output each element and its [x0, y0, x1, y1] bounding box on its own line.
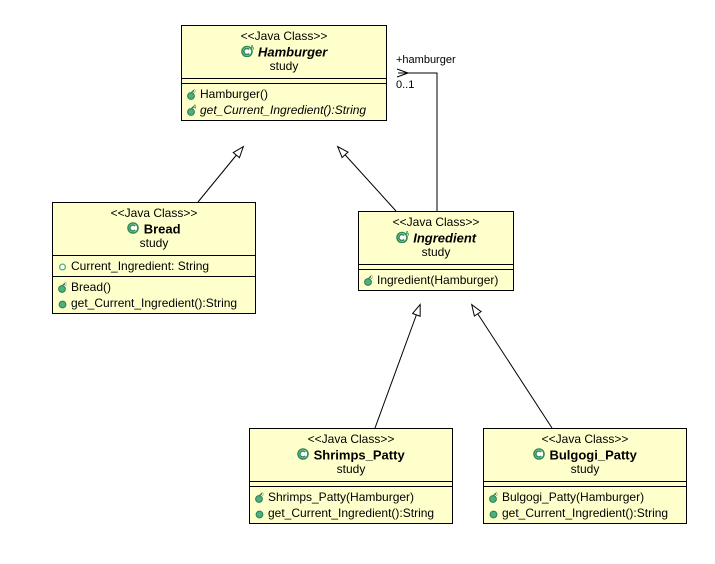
uml-class-shrimps-patty[interactable]: <<Java Class>> Shrimps_Patty study c	[249, 428, 453, 525]
method-item[interactable]: get_Current_Ingredient():String	[57, 295, 253, 311]
method-icon	[57, 297, 71, 313]
generalization-shrimps-patty-to-ingredient	[374, 303, 421, 429]
java-class-abstract-icon: A	[240, 45, 255, 58]
attributes-compartment-bread: Current_Ingredient: String	[53, 255, 255, 276]
svg-text:c: c	[193, 89, 196, 95]
class-name: Hamburger	[257, 44, 328, 60]
class-package: study	[269, 59, 299, 74]
uml-class-hamburger[interactable]: <<Java Class>> A Hamburger study c	[181, 25, 387, 122]
methods-compartment-bulgogi-patty: c Bulgogi_Patty(Hamburger) get_Current_I…	[484, 486, 686, 523]
methods-compartment-hamburger: c Hamburger() A get_Current_Ingredient()…	[182, 83, 386, 120]
method-label: get_Current_Ingredient():String	[268, 506, 435, 521]
methods-compartment-bread: c Bread() get_Current_Ingredient():Strin…	[53, 276, 255, 313]
class-name-row: A Hamburger	[186, 44, 382, 59]
svg-text:c: c	[495, 492, 498, 498]
method-label: Ingredient(Hamburger)	[377, 273, 499, 288]
association-multiplicity-label: 0..1	[396, 79, 415, 91]
method-item[interactable]: c Ingredient(Hamburger)	[363, 272, 511, 288]
method-icon	[254, 507, 268, 523]
class-name: Shrimps_Patty	[313, 447, 405, 463]
attribute-label: Current_Ingredient: String	[71, 259, 210, 274]
class-name-row: Shrimps_Patty	[254, 447, 448, 462]
method-item[interactable]: c Bread()	[57, 279, 253, 295]
class-stereotype: <<Java Class>>	[307, 432, 395, 446]
svg-text:c: c	[261, 492, 264, 498]
abstract-method-icon: A	[186, 104, 200, 120]
method-item[interactable]: c Bulgogi_Patty(Hamburger)	[488, 489, 684, 505]
attributes-compartment-bulgogi-patty	[484, 481, 686, 486]
java-class-icon	[533, 448, 545, 460]
class-name-row: Bulgogi_Patty	[488, 447, 682, 462]
class-package: study	[139, 236, 169, 251]
constructor-icon: c	[363, 274, 377, 290]
generalization-bulgogi-patty-to-ingredient	[470, 303, 553, 429]
class-name-row: Bread	[57, 221, 251, 236]
method-label: Bread()	[71, 280, 112, 295]
methods-compartment-shrimps-patty: c Shrimps_Patty(Hamburger) get_Current_I…	[250, 486, 452, 523]
method-icon	[488, 507, 502, 523]
constructor-icon: c	[254, 491, 268, 507]
constructor-icon: c	[488, 491, 502, 507]
attribute-item[interactable]: Current_Ingredient: String	[57, 258, 253, 274]
association-role-label: +hamburger	[396, 54, 456, 66]
class-name-row: A Ingredient	[363, 230, 509, 245]
class-package: study	[421, 245, 451, 260]
class-name: Ingredient	[413, 230, 477, 246]
svg-text:A: A	[405, 231, 410, 237]
uml-class-ingredient[interactable]: <<Java Class>> A Ingredient study c	[358, 211, 514, 292]
method-label: get_Current_Ingredient():String	[200, 103, 367, 118]
attributes-compartment-ingredient	[359, 264, 513, 269]
class-header-hamburger: <<Java Class>> A Hamburger study	[182, 26, 386, 78]
generalization-bread-to-hamburger	[197, 145, 245, 203]
uml-class-bulgogi-patty[interactable]: <<Java Class>> Bulgogi_Patty study c	[483, 428, 687, 525]
svg-text:A: A	[250, 45, 255, 51]
association-ingredient-to-hamburger	[396, 68, 438, 211]
svg-text:c: c	[64, 282, 67, 288]
attributes-compartment-shrimps-patty	[250, 481, 452, 486]
uml-class-bread[interactable]: <<Java Class>> Bread study Current_Ingre…	[52, 202, 256, 315]
class-package: study	[336, 462, 366, 477]
class-package: study	[570, 462, 600, 477]
class-stereotype: <<Java Class>>	[110, 206, 198, 220]
constructor-icon: c	[186, 88, 200, 104]
class-header-bread: <<Java Class>> Bread study	[53, 203, 255, 255]
attributes-compartment-hamburger	[182, 78, 386, 83]
constructor-icon: c	[57, 281, 71, 297]
method-item[interactable]: get_Current_Ingredient():String	[488, 505, 684, 521]
method-item[interactable]: c Shrimps_Patty(Hamburger)	[254, 489, 450, 505]
method-label: get_Current_Ingredient():String	[502, 506, 669, 521]
java-class-abstract-icon: A	[396, 231, 410, 244]
method-label: Hamburger()	[200, 87, 269, 102]
method-label: get_Current_Ingredient():String	[71, 296, 238, 311]
generalization-ingredient-to-hamburger	[336, 145, 397, 212]
svg-text:A: A	[192, 105, 197, 111]
class-name: Bread	[143, 221, 181, 237]
field-icon	[57, 260, 71, 276]
methods-compartment-ingredient: c Ingredient(Hamburger)	[359, 269, 513, 290]
java-class-icon	[127, 222, 140, 234]
java-class-icon	[297, 448, 310, 460]
method-item[interactable]: c Hamburger()	[186, 86, 384, 102]
method-label: Bulgogi_Patty(Hamburger)	[502, 490, 645, 505]
method-item[interactable]: get_Current_Ingredient():String	[254, 505, 450, 521]
class-stereotype: <<Java Class>>	[541, 432, 629, 446]
method-label: Shrimps_Patty(Hamburger)	[268, 490, 415, 505]
class-header-shrimps-patty: <<Java Class>> Shrimps_Patty study	[250, 429, 452, 481]
class-name: Bulgogi_Patty	[549, 447, 637, 463]
class-header-ingredient: <<Java Class>> A Ingredient study	[359, 212, 513, 264]
svg-text:c: c	[370, 275, 373, 281]
method-item[interactable]: A get_Current_Ingredient():String	[186, 102, 384, 118]
class-stereotype: <<Java Class>>	[240, 29, 328, 43]
class-header-bulgogi-patty: <<Java Class>> Bulgogi_Patty study	[484, 429, 686, 481]
class-stereotype: <<Java Class>>	[392, 215, 480, 229]
